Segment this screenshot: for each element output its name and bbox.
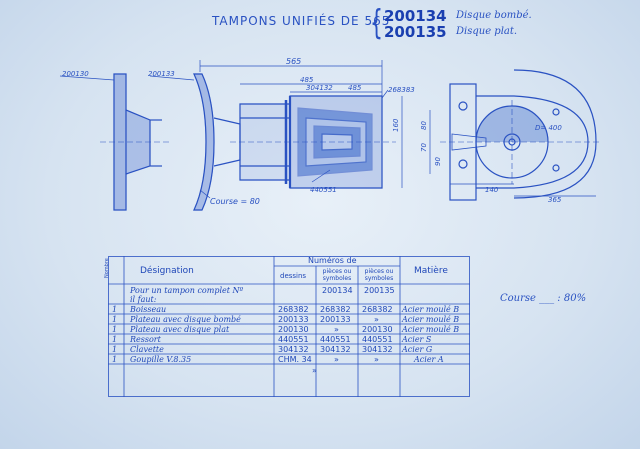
row-1-designation: il faut:	[130, 295, 157, 304]
dim-565: 565	[286, 57, 301, 66]
boisseau-housing	[230, 95, 396, 189]
table-footer-mark: »	[312, 366, 317, 375]
row-4-dessins: 200130	[278, 325, 309, 334]
dim-80-vertical: 80	[420, 121, 428, 130]
row-3-matiere: Acier moulé B	[402, 315, 460, 324]
row-7-p2: »	[374, 355, 379, 364]
row-6-qty: 1	[112, 345, 118, 354]
part-number-1: 200134	[384, 7, 447, 25]
row-5-designation: Ressort	[130, 335, 161, 344]
dim-160-vertical: 160	[392, 118, 400, 132]
row-4-qty: 1	[112, 325, 118, 334]
row-6-matiere: Acier G	[402, 345, 433, 354]
table-grid	[108, 256, 470, 397]
row-2-dessins: 268382	[278, 305, 309, 314]
plate-disc-flat	[100, 73, 172, 211]
label-268383: 268383	[388, 86, 415, 94]
row-2-designation: Boisseau	[130, 305, 167, 314]
row-6-dessins: 304132	[278, 345, 309, 354]
page-title: TAMPONS UNIFIÉS DE 565	[212, 14, 391, 28]
header-dessins: dessins	[280, 272, 307, 280]
row-3-p2: »	[374, 315, 379, 324]
dim-70-vertical: 70	[420, 143, 428, 152]
dimension-lines	[59, 60, 389, 199]
part-caption-1: Disque bombé.	[456, 10, 532, 21]
dim-304132: 304132	[306, 84, 333, 92]
part-caption-2: Disque plat.	[456, 26, 518, 37]
row-3-dessins: 200133	[278, 315, 309, 324]
row-2-qty: 1	[112, 305, 118, 314]
row-2-matiere: Acier moulé B	[402, 305, 460, 314]
row-4-designation: Plateau avec disque plat	[130, 325, 230, 334]
dim-90-vertical: 90	[434, 157, 442, 166]
header-pieces-symboles-1: pièces ou symboles	[322, 268, 352, 282]
dim-140: 140	[485, 186, 499, 194]
row-3-p1: 200133	[320, 315, 351, 324]
row-3-designation: Plateau avec disque bombé	[130, 315, 241, 324]
row-7-matiere: Acier A	[414, 355, 444, 364]
row-7-p1: »	[334, 355, 339, 364]
row-0-p1: 200134	[322, 286, 353, 295]
row-5-qty: 1	[112, 335, 118, 344]
header-pieces-symboles-2: pièces ou symboles	[364, 268, 394, 282]
row-7-dessins: CHM. 34	[278, 355, 312, 364]
title-brace: {	[370, 3, 383, 43]
row-0-designation: Pour un tampon complet Nº	[130, 286, 244, 295]
row-7-designation: Goupille V.8.35	[130, 355, 192, 364]
dim-485: 485	[300, 76, 314, 84]
row-4-p2: 200130	[362, 325, 393, 334]
row-6-p1: 304132	[320, 345, 351, 354]
row-6-designation: Clavette	[130, 345, 164, 354]
course-note: Course ___ : 80%	[500, 293, 587, 304]
row-3-qty: 1	[112, 315, 118, 324]
row-2-p2: 268382	[362, 305, 393, 314]
header-nombre: Nombre	[104, 258, 110, 278]
dim-365: 365	[548, 196, 562, 204]
row-5-dessins: 440551	[278, 335, 309, 344]
row-2-p1: 268382	[320, 305, 351, 314]
row-4-p1: »	[334, 325, 339, 334]
row-6-p2: 304132	[362, 345, 393, 354]
header-designation: Désignation	[140, 266, 194, 276]
part-number-2: 200135	[384, 23, 447, 41]
dim-diameter-400: D= 400	[535, 124, 562, 132]
row-5-p1: 440551	[320, 335, 351, 344]
row-5-p2: 440551	[362, 335, 393, 344]
header-matiere: Matière	[414, 266, 448, 276]
row-7-qty: 1	[112, 355, 118, 364]
label-440551: 440551	[310, 186, 337, 194]
label-200133: 200133	[148, 70, 175, 78]
row-5-matiere: Acier S	[402, 335, 432, 344]
dim-485-sub: 485	[348, 84, 362, 92]
flange-end-view	[401, 69, 600, 201]
course-label: Course = 80	[210, 197, 260, 206]
parts-table: Nombre Désignation Numéros de dessins pi…	[104, 256, 470, 397]
row-4-matiere: Acier moulé B	[402, 325, 460, 334]
row-0-p2: 200135	[364, 286, 395, 295]
label-200130: 200130	[62, 70, 89, 78]
header-numeros: Numéros de	[308, 256, 357, 265]
